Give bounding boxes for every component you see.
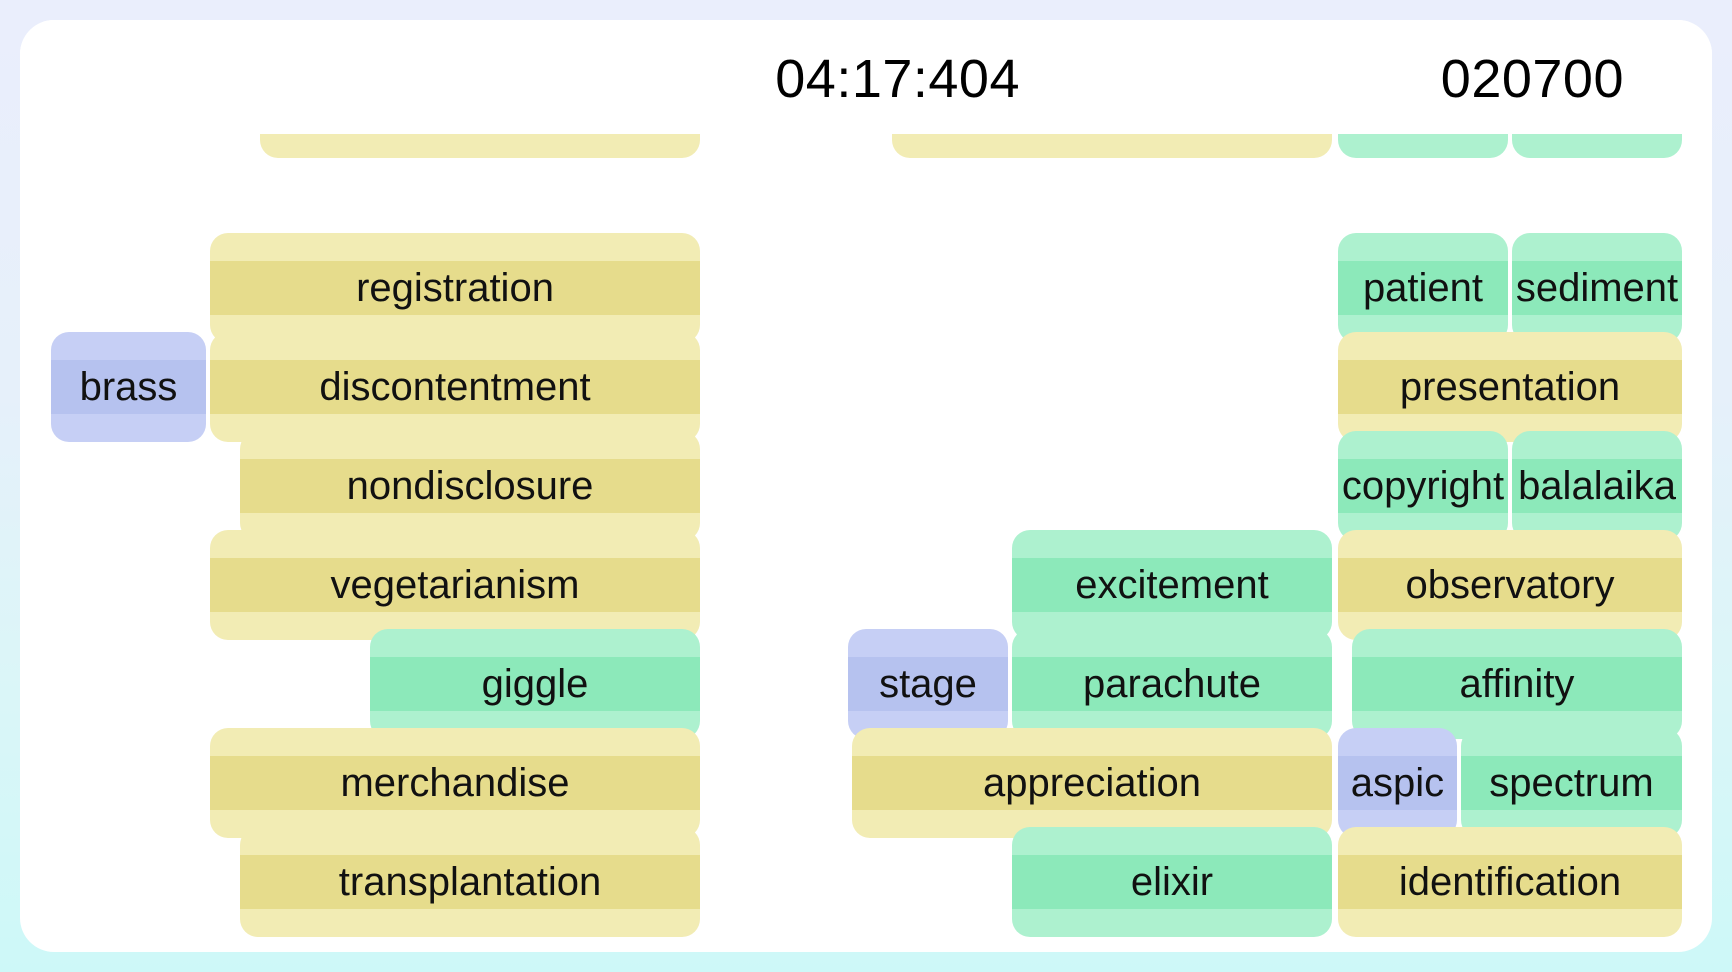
word-column-b: appreciation (706, 728, 1332, 848)
word-pill[interactable]: merchandise (210, 728, 700, 838)
score-counter: 020700 (1440, 49, 1624, 109)
word-pill-label: copyright (1341, 464, 1505, 508)
word-row (20, 134, 1712, 254)
word-pill[interactable]: discontentment (210, 332, 700, 442)
word-pill-label: merchandise (340, 761, 570, 805)
hud-header: 04:17:404 020700 (20, 20, 1712, 120)
word-pill-label: discontentment (319, 365, 591, 409)
word-pill[interactable]: stage (848, 629, 1008, 739)
word-column-c: identification (1338, 827, 1682, 947)
word-row: brass discontentment presentation (20, 332, 1712, 452)
word-row: merchandise appreciation aspic spectrum (20, 728, 1712, 848)
word-pill-label: patient (1362, 266, 1484, 310)
word-column-b (706, 134, 1332, 254)
word-column-c: observatory (1338, 530, 1682, 650)
word-pill[interactable]: excitement (1012, 530, 1332, 640)
word-pill-offscreen[interactable] (892, 134, 1332, 158)
word-pill[interactable]: nondisclosure (240, 431, 700, 541)
word-pill-label: excitement (1075, 563, 1269, 607)
word-pill[interactable]: presentation (1338, 332, 1682, 442)
word-pill[interactable]: observatory (1338, 530, 1682, 640)
word-column-a: giggle (50, 629, 700, 749)
word-column-c: copyright balalaika (1338, 431, 1682, 551)
word-pill[interactable]: sediment (1512, 233, 1682, 343)
board-card: registration patient sediment brass disconte… (20, 20, 1712, 952)
word-pill[interactable]: elixir (1012, 827, 1332, 937)
word-pill-label: aspic (1350, 761, 1445, 805)
word-column-c: affinity (1338, 629, 1682, 749)
word-pill[interactable]: copyright (1338, 431, 1508, 541)
word-pill-label: sediment (1515, 266, 1679, 310)
word-pill[interactable]: spectrum (1460, 728, 1682, 838)
word-pill-label: balalaika (1518, 464, 1676, 508)
word-pill[interactable]: affinity (1352, 629, 1682, 739)
word-row: nondisclosure copyright balalaika (20, 431, 1712, 551)
word-pill-label: spectrum (1489, 761, 1654, 805)
word-column-a: nondisclosure (50, 431, 700, 551)
word-pill-label: nondisclosure (346, 464, 594, 508)
word-pill-label: transplantation (338, 860, 602, 904)
word-pill-label: affinity (1459, 662, 1575, 706)
word-column-c: aspic spectrum (1338, 728, 1682, 848)
word-pill-label: observatory (1405, 563, 1615, 607)
word-pill-offscreen[interactable] (1512, 134, 1682, 158)
word-pill[interactable]: identification (1338, 827, 1682, 937)
word-pill-offscreen[interactable] (260, 134, 700, 158)
word-pill[interactable]: aspic (1338, 728, 1457, 838)
word-row: registration patient sediment (20, 233, 1712, 353)
word-pill[interactable]: patient (1338, 233, 1508, 343)
word-column-a: registration (50, 233, 700, 353)
word-pill-label: registration (356, 266, 554, 310)
word-pill-label: stage (879, 662, 977, 706)
word-pill-offscreen[interactable] (1338, 134, 1508, 158)
word-column-b: stage parachute (706, 629, 1332, 749)
word-pill-label: presentation (1399, 365, 1621, 409)
word-column-b: elixir (706, 827, 1332, 947)
word-column-a: transplantation (50, 827, 700, 947)
word-pill-label: appreciation (983, 761, 1201, 805)
word-pill[interactable]: balalaika (1512, 431, 1682, 541)
word-column-a: brass discontentment (50, 332, 700, 452)
word-column-c: presentation (1338, 332, 1682, 452)
word-column-c: patient sediment (1338, 233, 1682, 353)
word-pill[interactable]: brass (51, 332, 206, 442)
word-pill-label: brass (79, 365, 178, 409)
word-row: vegetarianism excitement observatory (20, 530, 1712, 650)
word-column-a (50, 134, 700, 254)
word-pill-label: parachute (1083, 662, 1261, 706)
word-rows-container: registration patient sediment brass disconte… (20, 20, 1712, 952)
word-pill-label: giggle (481, 662, 589, 706)
word-pill-label: elixir (1130, 860, 1214, 904)
word-pill[interactable]: transplantation (240, 827, 700, 937)
word-pill[interactable]: registration (210, 233, 700, 343)
word-pill[interactable]: vegetarianism (210, 530, 700, 640)
word-column-b: excitement (706, 530, 1332, 650)
timer-display: 04:17:404 (775, 49, 1020, 109)
word-pill[interactable]: appreciation (852, 728, 1332, 838)
word-column-a: merchandise (50, 728, 700, 848)
word-pill-label: identification (1398, 860, 1622, 904)
word-pill-label: vegetarianism (330, 563, 580, 607)
word-pill[interactable]: parachute (1012, 629, 1332, 739)
word-row: transplantation elixir identification (20, 827, 1712, 947)
word-pill[interactable]: giggle (370, 629, 700, 739)
word-column-a: vegetarianism (50, 530, 700, 650)
word-column-c (1338, 134, 1682, 254)
word-row: giggle stage parachute affinity (20, 629, 1712, 749)
